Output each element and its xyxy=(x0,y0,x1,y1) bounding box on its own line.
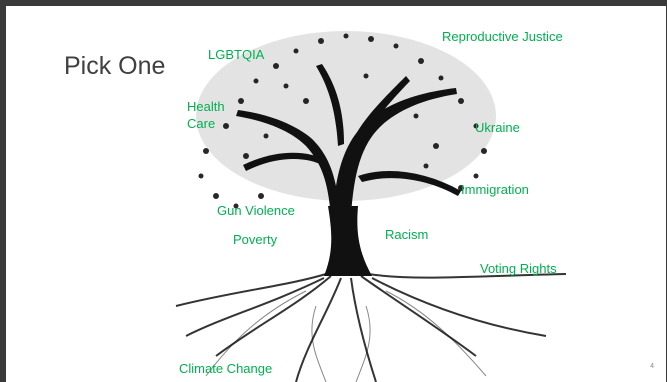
slide-title: Pick One xyxy=(64,52,166,80)
topic-climate-change: Climate Change xyxy=(179,361,273,376)
topic-racism: Racism xyxy=(385,227,429,242)
topic-gun-violence: Gun Violence xyxy=(217,203,295,218)
topic-ukraine: Ukraine xyxy=(475,120,520,135)
topic-reproductive-justice: Reproductive Justice xyxy=(442,29,563,44)
topic-voting-rights: Voting Rights xyxy=(480,261,557,276)
topic-care: Care xyxy=(187,116,216,131)
tree-with-roots-icon xyxy=(175,31,567,382)
topic-poverty: Poverty xyxy=(233,232,278,247)
slide: Pick One LGBTQIA Reproductive Justice He… xyxy=(6,6,666,382)
slide-number: 4 xyxy=(650,363,654,370)
topic-immigration: Immigration xyxy=(461,182,529,197)
topic-lgbtqia: LGBTQIA xyxy=(208,47,265,62)
topic-health: Health xyxy=(187,99,225,114)
